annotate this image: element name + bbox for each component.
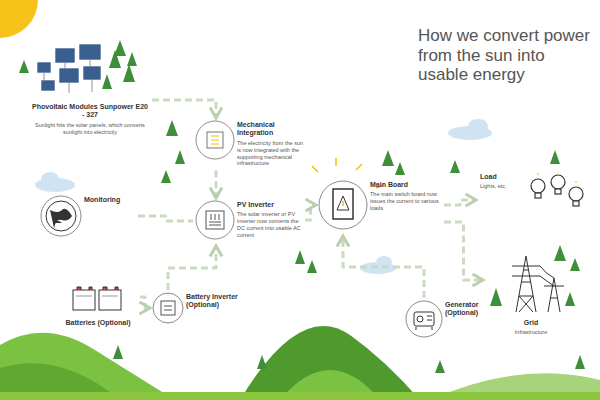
node-body: Lights, etc. bbox=[480, 183, 524, 190]
flow-connector bbox=[215, 170, 218, 198]
node-heading: Mechanical Integration bbox=[237, 121, 305, 138]
node-icon bbox=[195, 200, 235, 244]
flow-node: GridInfrastructure bbox=[485, 252, 577, 337]
node-body: Sunlight hits the solar panels, which co… bbox=[32, 122, 148, 136]
node-text: Battery Inverter (Optional) bbox=[184, 292, 246, 311]
flow-node: Mechanical IntegrationThe electricity fr… bbox=[195, 120, 307, 168]
flow-node: Batteries (Optional) bbox=[58, 282, 138, 328]
title: How we convert power from the sun into u… bbox=[418, 26, 594, 85]
node-icon bbox=[40, 195, 82, 241]
node-heading: Load bbox=[480, 173, 524, 181]
node-heading: Grid bbox=[486, 319, 576, 327]
node-icon bbox=[486, 252, 576, 318]
node-icon bbox=[195, 120, 235, 164]
node-body: The solar inverter or PV inverter now co… bbox=[237, 211, 301, 239]
node-icon bbox=[152, 292, 184, 328]
hill-center bbox=[240, 326, 420, 400]
flow-connector bbox=[168, 246, 216, 290]
node-icon bbox=[318, 180, 368, 234]
node-text: Generator (Optional) bbox=[443, 300, 499, 319]
sun bbox=[0, 0, 38, 38]
flow-connector bbox=[444, 222, 483, 280]
node-icon bbox=[70, 282, 126, 318]
flow-node: PV InverterThe solar inverter or PV inve… bbox=[195, 200, 303, 244]
flow-node: Generator (Optional) bbox=[405, 300, 499, 342]
node-icon bbox=[526, 172, 588, 226]
flow-node: Main BoardThe main switch board now issu… bbox=[318, 180, 442, 234]
node-heading: Battery Inverter (Optional) bbox=[186, 293, 244, 310]
node-heading: Generator (Optional) bbox=[445, 301, 497, 318]
flow-connector bbox=[444, 200, 476, 205]
flow-connector bbox=[152, 100, 216, 118]
flow-connector bbox=[140, 297, 150, 308]
node-heading: PV Inverter bbox=[237, 201, 301, 209]
flow-node: LoadLights, etc. bbox=[478, 172, 588, 226]
node-text: PV InverterThe solar inverter or PV inve… bbox=[235, 200, 303, 240]
flow-connector bbox=[305, 205, 316, 220]
node-body: Infrastructure bbox=[486, 329, 576, 336]
hill-left bbox=[0, 333, 175, 400]
trees bbox=[19, 40, 585, 373]
flow-node: Phovoltaic Modules Sunpower E20 - 327Sun… bbox=[30, 40, 150, 137]
node-text: Main BoardThe main switch board now issu… bbox=[368, 180, 442, 213]
node-heading: Batteries (Optional) bbox=[59, 319, 137, 327]
node-body: The electricity from the sun is now inte… bbox=[237, 140, 305, 168]
node-body: The main switch board now issues the cur… bbox=[370, 191, 440, 212]
node-text: Mechanical IntegrationThe electricity fr… bbox=[235, 120, 307, 168]
node-heading: Monitoring bbox=[84, 196, 134, 204]
node-icon bbox=[405, 300, 443, 342]
ground bbox=[0, 392, 600, 400]
flow-connector bbox=[343, 236, 424, 298]
node-icon bbox=[35, 40, 145, 102]
node-text: LoadLights, etc. bbox=[478, 172, 526, 191]
node-heading: Main Board bbox=[370, 181, 440, 189]
node-text: Phovoltaic Modules Sunpower E20 - 327Sun… bbox=[30, 102, 150, 137]
clouds bbox=[35, 119, 492, 274]
node-text: Monitoring bbox=[82, 195, 136, 205]
node-text: GridInfrastructure bbox=[484, 318, 578, 337]
flow-node: Monitoring bbox=[40, 195, 136, 241]
node-text: Batteries (Optional) bbox=[57, 318, 139, 328]
node-heading: Phovoltaic Modules Sunpower E20 - 327 bbox=[32, 103, 148, 120]
flow-node: Battery Inverter (Optional) bbox=[152, 292, 246, 328]
flow-connector bbox=[138, 216, 193, 221]
